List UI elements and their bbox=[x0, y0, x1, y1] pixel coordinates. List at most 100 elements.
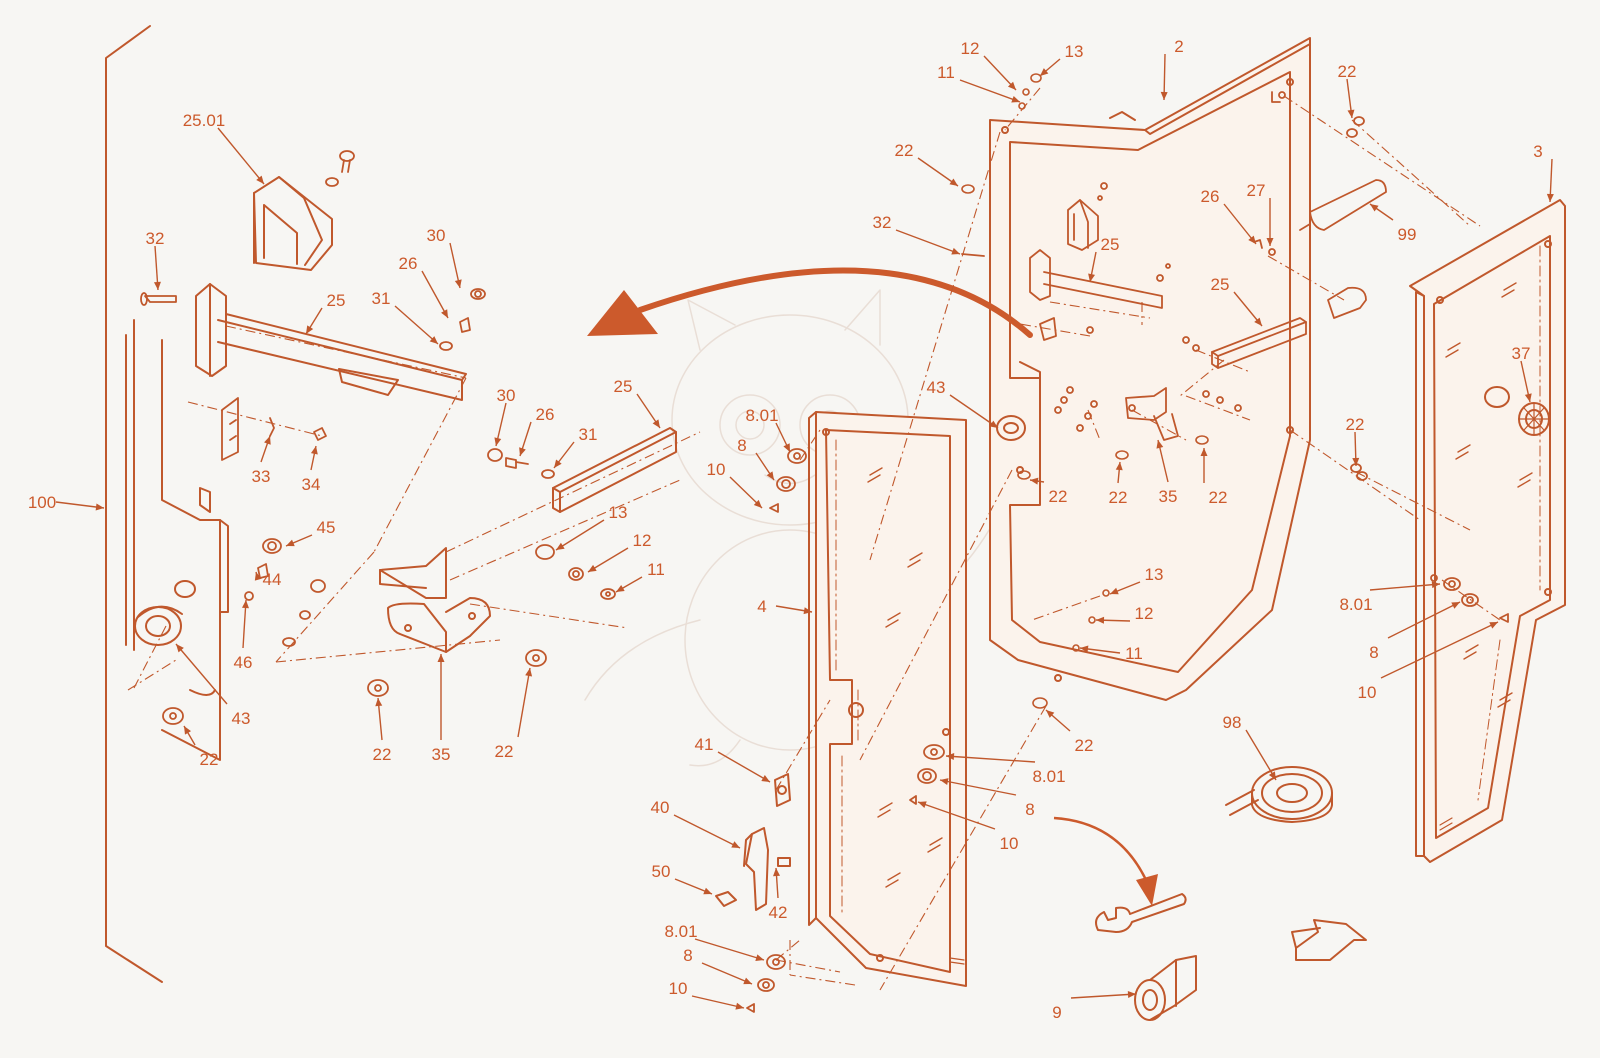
part-label-25: 25 bbox=[327, 291, 346, 310]
leader-line bbox=[55, 501, 105, 509]
part-label-99: 99 bbox=[1398, 225, 1417, 244]
glass-panel-3 bbox=[1409, 199, 1566, 863]
leader-arrowhead bbox=[1110, 587, 1119, 595]
washer-22 bbox=[162, 707, 184, 725]
axis-line bbox=[869, 131, 1001, 561]
door-handle-40 bbox=[715, 773, 791, 911]
axis-line bbox=[1283, 95, 1481, 227]
part-label-44: 44 bbox=[263, 570, 282, 589]
part-label-35: 35 bbox=[432, 745, 451, 764]
leader-arrowhead bbox=[951, 247, 960, 255]
leader-arrowhead bbox=[242, 600, 249, 609]
part-label-8.01: 8.01 bbox=[745, 406, 778, 425]
leader-line bbox=[959, 79, 1021, 103]
leader-line bbox=[517, 667, 531, 738]
fasteners bbox=[487, 448, 616, 600]
part-label-12: 12 bbox=[961, 39, 980, 58]
part-label-22: 22 bbox=[1346, 415, 1365, 434]
sealing-tape-roll-icon bbox=[1225, 766, 1333, 823]
part-label-10: 10 bbox=[1000, 834, 1019, 853]
axis-line bbox=[1441, 579, 1501, 621]
leader-line bbox=[691, 995, 745, 1009]
axis-line bbox=[775, 959, 841, 973]
leader-arrowhead bbox=[1160, 91, 1168, 100]
leader-line bbox=[717, 751, 771, 783]
leader-arrowhead bbox=[1266, 238, 1274, 246]
leader-arrowhead bbox=[1431, 581, 1440, 589]
leader-arrowhead bbox=[286, 539, 295, 547]
leader-line bbox=[917, 801, 996, 830]
knob-37 bbox=[1484, 386, 1550, 436]
part-label-40: 40 bbox=[651, 798, 670, 817]
part-label-27: 27 bbox=[1247, 181, 1266, 200]
axis-line bbox=[445, 431, 701, 553]
screw bbox=[325, 150, 355, 187]
axis-line bbox=[133, 625, 167, 689]
leader-arrowhead bbox=[803, 607, 812, 615]
leader-arrowhead bbox=[940, 778, 949, 785]
axis-line bbox=[775, 699, 831, 791]
leader-arrowhead bbox=[95, 503, 104, 511]
part-label-12: 12 bbox=[1135, 604, 1154, 623]
part-label-4: 4 bbox=[757, 597, 766, 616]
axis-line bbox=[1289, 429, 1421, 521]
hinge-fasteners bbox=[769, 448, 945, 805]
leader-arrowhead bbox=[375, 698, 383, 707]
axis-line bbox=[879, 705, 1047, 991]
part-label-41: 41 bbox=[695, 735, 714, 754]
axis-line bbox=[859, 469, 1013, 761]
part-label-10: 10 bbox=[669, 979, 688, 998]
leader-arrowhead bbox=[616, 584, 625, 592]
axis-line bbox=[1351, 119, 1471, 227]
axis-line bbox=[799, 429, 821, 461]
leader-arrowhead bbox=[731, 841, 740, 848]
part-label-11: 11 bbox=[647, 560, 665, 579]
hinge-43 bbox=[996, 361, 1041, 441]
leader-arrowhead bbox=[1489, 622, 1498, 629]
leader-line bbox=[1387, 601, 1461, 639]
leader-arrowhead bbox=[429, 336, 438, 344]
axis-line bbox=[1355, 471, 1471, 531]
leader-arrowhead bbox=[743, 977, 752, 985]
leader-arrowhead bbox=[1546, 193, 1554, 202]
axis-line bbox=[1049, 301, 1151, 319]
part-label-31: 31 bbox=[372, 289, 391, 308]
leader-line bbox=[949, 394, 999, 429]
part-label-22: 22 bbox=[373, 745, 392, 764]
leader-arrowhead bbox=[703, 887, 712, 895]
part-label-35: 35 bbox=[1159, 487, 1178, 506]
latch-plate bbox=[221, 397, 327, 461]
part-label-8.01: 8.01 bbox=[664, 922, 697, 941]
axis-line bbox=[1267, 255, 1345, 301]
part-label-42: 42 bbox=[769, 903, 788, 922]
leader-arrowhead bbox=[949, 178, 958, 186]
part-label-45: 45 bbox=[317, 518, 336, 537]
leader-arrowhead bbox=[441, 309, 448, 318]
leader-arrowhead bbox=[306, 325, 314, 334]
leader-arrowhead bbox=[989, 420, 998, 428]
leader-arrowhead bbox=[494, 437, 502, 446]
axis-line bbox=[469, 603, 629, 629]
leader-arrowhead bbox=[254, 572, 262, 581]
leader-arrowhead bbox=[1088, 273, 1096, 282]
guard-hood-25-01 bbox=[253, 176, 333, 271]
part-label-8.01: 8.01 bbox=[1339, 595, 1372, 614]
leader-arrowhead bbox=[184, 726, 192, 735]
leader-line bbox=[939, 779, 1017, 796]
part-label-25: 25 bbox=[1211, 275, 1230, 294]
leader-arrowhead bbox=[946, 753, 955, 761]
leader-arrowhead bbox=[1040, 68, 1049, 76]
hinge-43 bbox=[134, 580, 216, 696]
bracket-35 bbox=[1125, 387, 1179, 441]
part-label-12: 12 bbox=[633, 531, 652, 550]
axis-line bbox=[275, 639, 501, 663]
leader-arrowhead bbox=[652, 419, 660, 428]
assembly-axis-lines bbox=[127, 87, 1501, 991]
part-label-13: 13 bbox=[1065, 42, 1084, 61]
part-label-13: 13 bbox=[609, 503, 628, 522]
leader-arrowhead bbox=[454, 279, 462, 288]
part-label-31: 31 bbox=[579, 425, 598, 444]
leader-line bbox=[421, 270, 449, 319]
leader-arrowhead bbox=[735, 1002, 744, 1010]
